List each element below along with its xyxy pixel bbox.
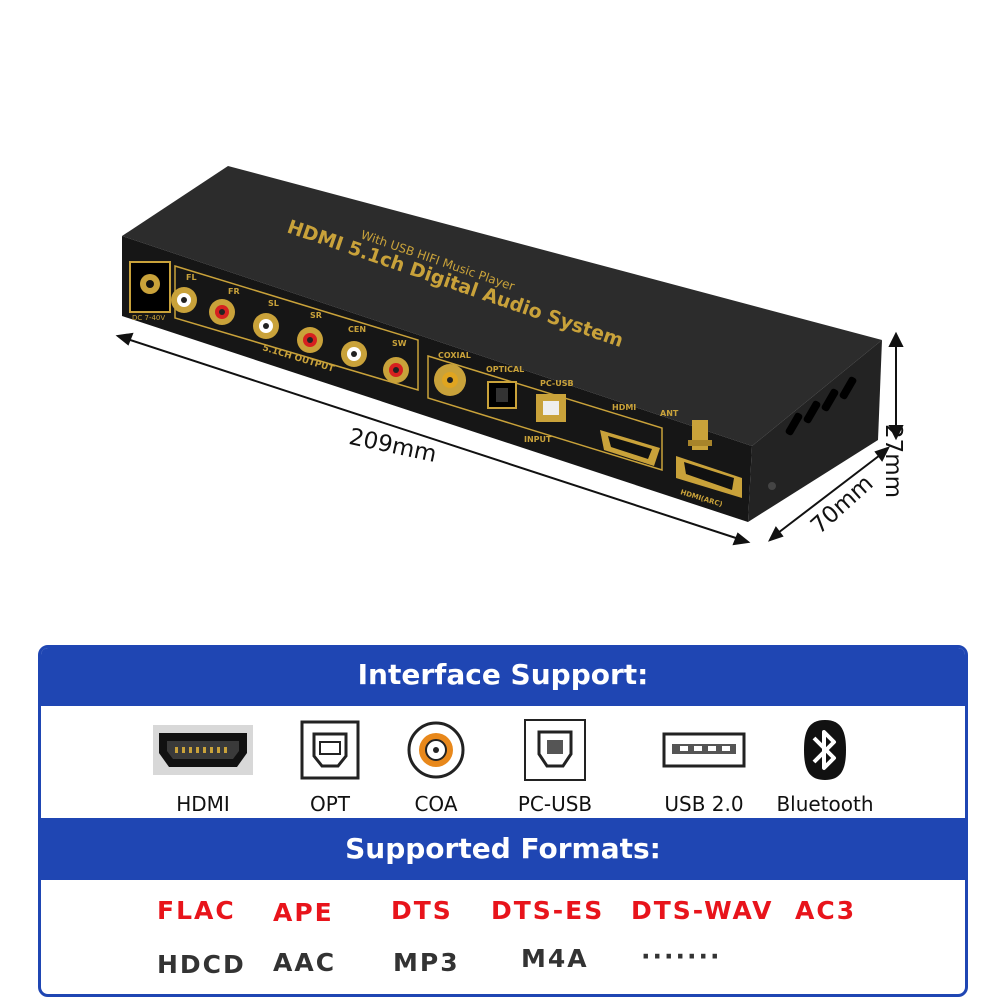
optical-port-icon bbox=[300, 720, 360, 780]
height-dimension-label: 27mm bbox=[880, 424, 906, 499]
channel-label: SL bbox=[268, 299, 279, 308]
channel-label: FR bbox=[228, 287, 240, 296]
vent-slots bbox=[785, 376, 857, 436]
channel-labels: FL FR SL SR CEN SW bbox=[186, 273, 407, 348]
format-dts: DTS bbox=[391, 896, 453, 925]
device-top-face bbox=[122, 166, 882, 446]
format-m4a: M4A bbox=[521, 944, 589, 973]
format-hdcd: HDCD bbox=[157, 950, 246, 979]
format-aac: AAC bbox=[273, 948, 337, 977]
input-label: HDMI bbox=[612, 403, 636, 412]
hdmi-port-icon bbox=[153, 725, 253, 775]
device-drawing: HDMI 5.1ch Digital Audio System With USB… bbox=[115, 166, 904, 546]
arrow-icon bbox=[768, 526, 784, 542]
bluetooth-icon bbox=[804, 720, 846, 780]
supported-formats-heading: Supported Formats: bbox=[41, 818, 965, 880]
arrow-icon bbox=[874, 446, 890, 462]
interface-label: COA bbox=[414, 792, 458, 816]
interface-item-bluetooth: Bluetooth bbox=[765, 710, 885, 816]
input-label: COXIAL bbox=[438, 351, 471, 360]
format-ape: APE bbox=[273, 898, 334, 927]
interface-item-usb: USB 2.0 bbox=[659, 710, 749, 816]
interface-item-opt: OPT bbox=[295, 710, 365, 816]
interface-item-hdmi: HDMI bbox=[153, 710, 253, 816]
interface-item-pc-usb: PC-USB bbox=[505, 710, 605, 816]
arrow-icon bbox=[888, 331, 904, 347]
arrow-icon bbox=[115, 332, 134, 346]
dimension-lines bbox=[115, 331, 904, 546]
interface-support-heading: Interface Support: bbox=[41, 648, 965, 706]
format-ac3: AC3 bbox=[795, 896, 857, 925]
format-flac: FLAC bbox=[157, 896, 236, 925]
width-dimension-line bbox=[123, 337, 743, 541]
arrow-icon bbox=[888, 425, 904, 441]
input-group-label: INPUT bbox=[524, 435, 552, 444]
usb-b-port-icon bbox=[524, 719, 586, 781]
format-dts-wav: DTS-WAV bbox=[631, 896, 774, 925]
input-group-frame bbox=[427, 354, 663, 472]
input-label: OPTICAL bbox=[486, 365, 524, 374]
channel-label: SR bbox=[310, 311, 322, 320]
screw-icon bbox=[768, 482, 776, 490]
usb-a-port-icon bbox=[662, 732, 746, 768]
rca-outputs bbox=[171, 287, 409, 383]
format-mp3: MP3 bbox=[393, 948, 460, 977]
interface-label: USB 2.0 bbox=[664, 792, 744, 816]
channel-label: SW bbox=[392, 339, 407, 348]
dc-label: DC 7-40V bbox=[132, 314, 165, 322]
format-more-ellipsis: ······· bbox=[641, 942, 722, 971]
interface-item-coa: COA bbox=[401, 710, 471, 816]
input-labels: COXIAL OPTICAL PC-USB HDMI bbox=[438, 351, 636, 412]
depth-dimension-line bbox=[773, 451, 885, 537]
interface-label: HDMI bbox=[176, 792, 230, 816]
info-panel: Interface Support: HDMI bbox=[38, 645, 968, 997]
product-illustration: HDMI 5.1ch Digital Audio System With USB… bbox=[115, 166, 906, 546]
channel-label: CEN bbox=[348, 325, 366, 334]
interface-label: PC-USB bbox=[517, 792, 593, 816]
interface-label: Bluetooth bbox=[776, 792, 874, 816]
input-label: PC-USB bbox=[540, 379, 574, 388]
interface-label: OPT bbox=[309, 792, 351, 816]
ant-label: ANT bbox=[660, 409, 679, 418]
channel-label: FL bbox=[186, 273, 197, 282]
coaxial-port-icon bbox=[407, 721, 465, 779]
arrow-icon bbox=[732, 532, 751, 546]
format-dts-es: DTS-ES bbox=[491, 896, 605, 925]
